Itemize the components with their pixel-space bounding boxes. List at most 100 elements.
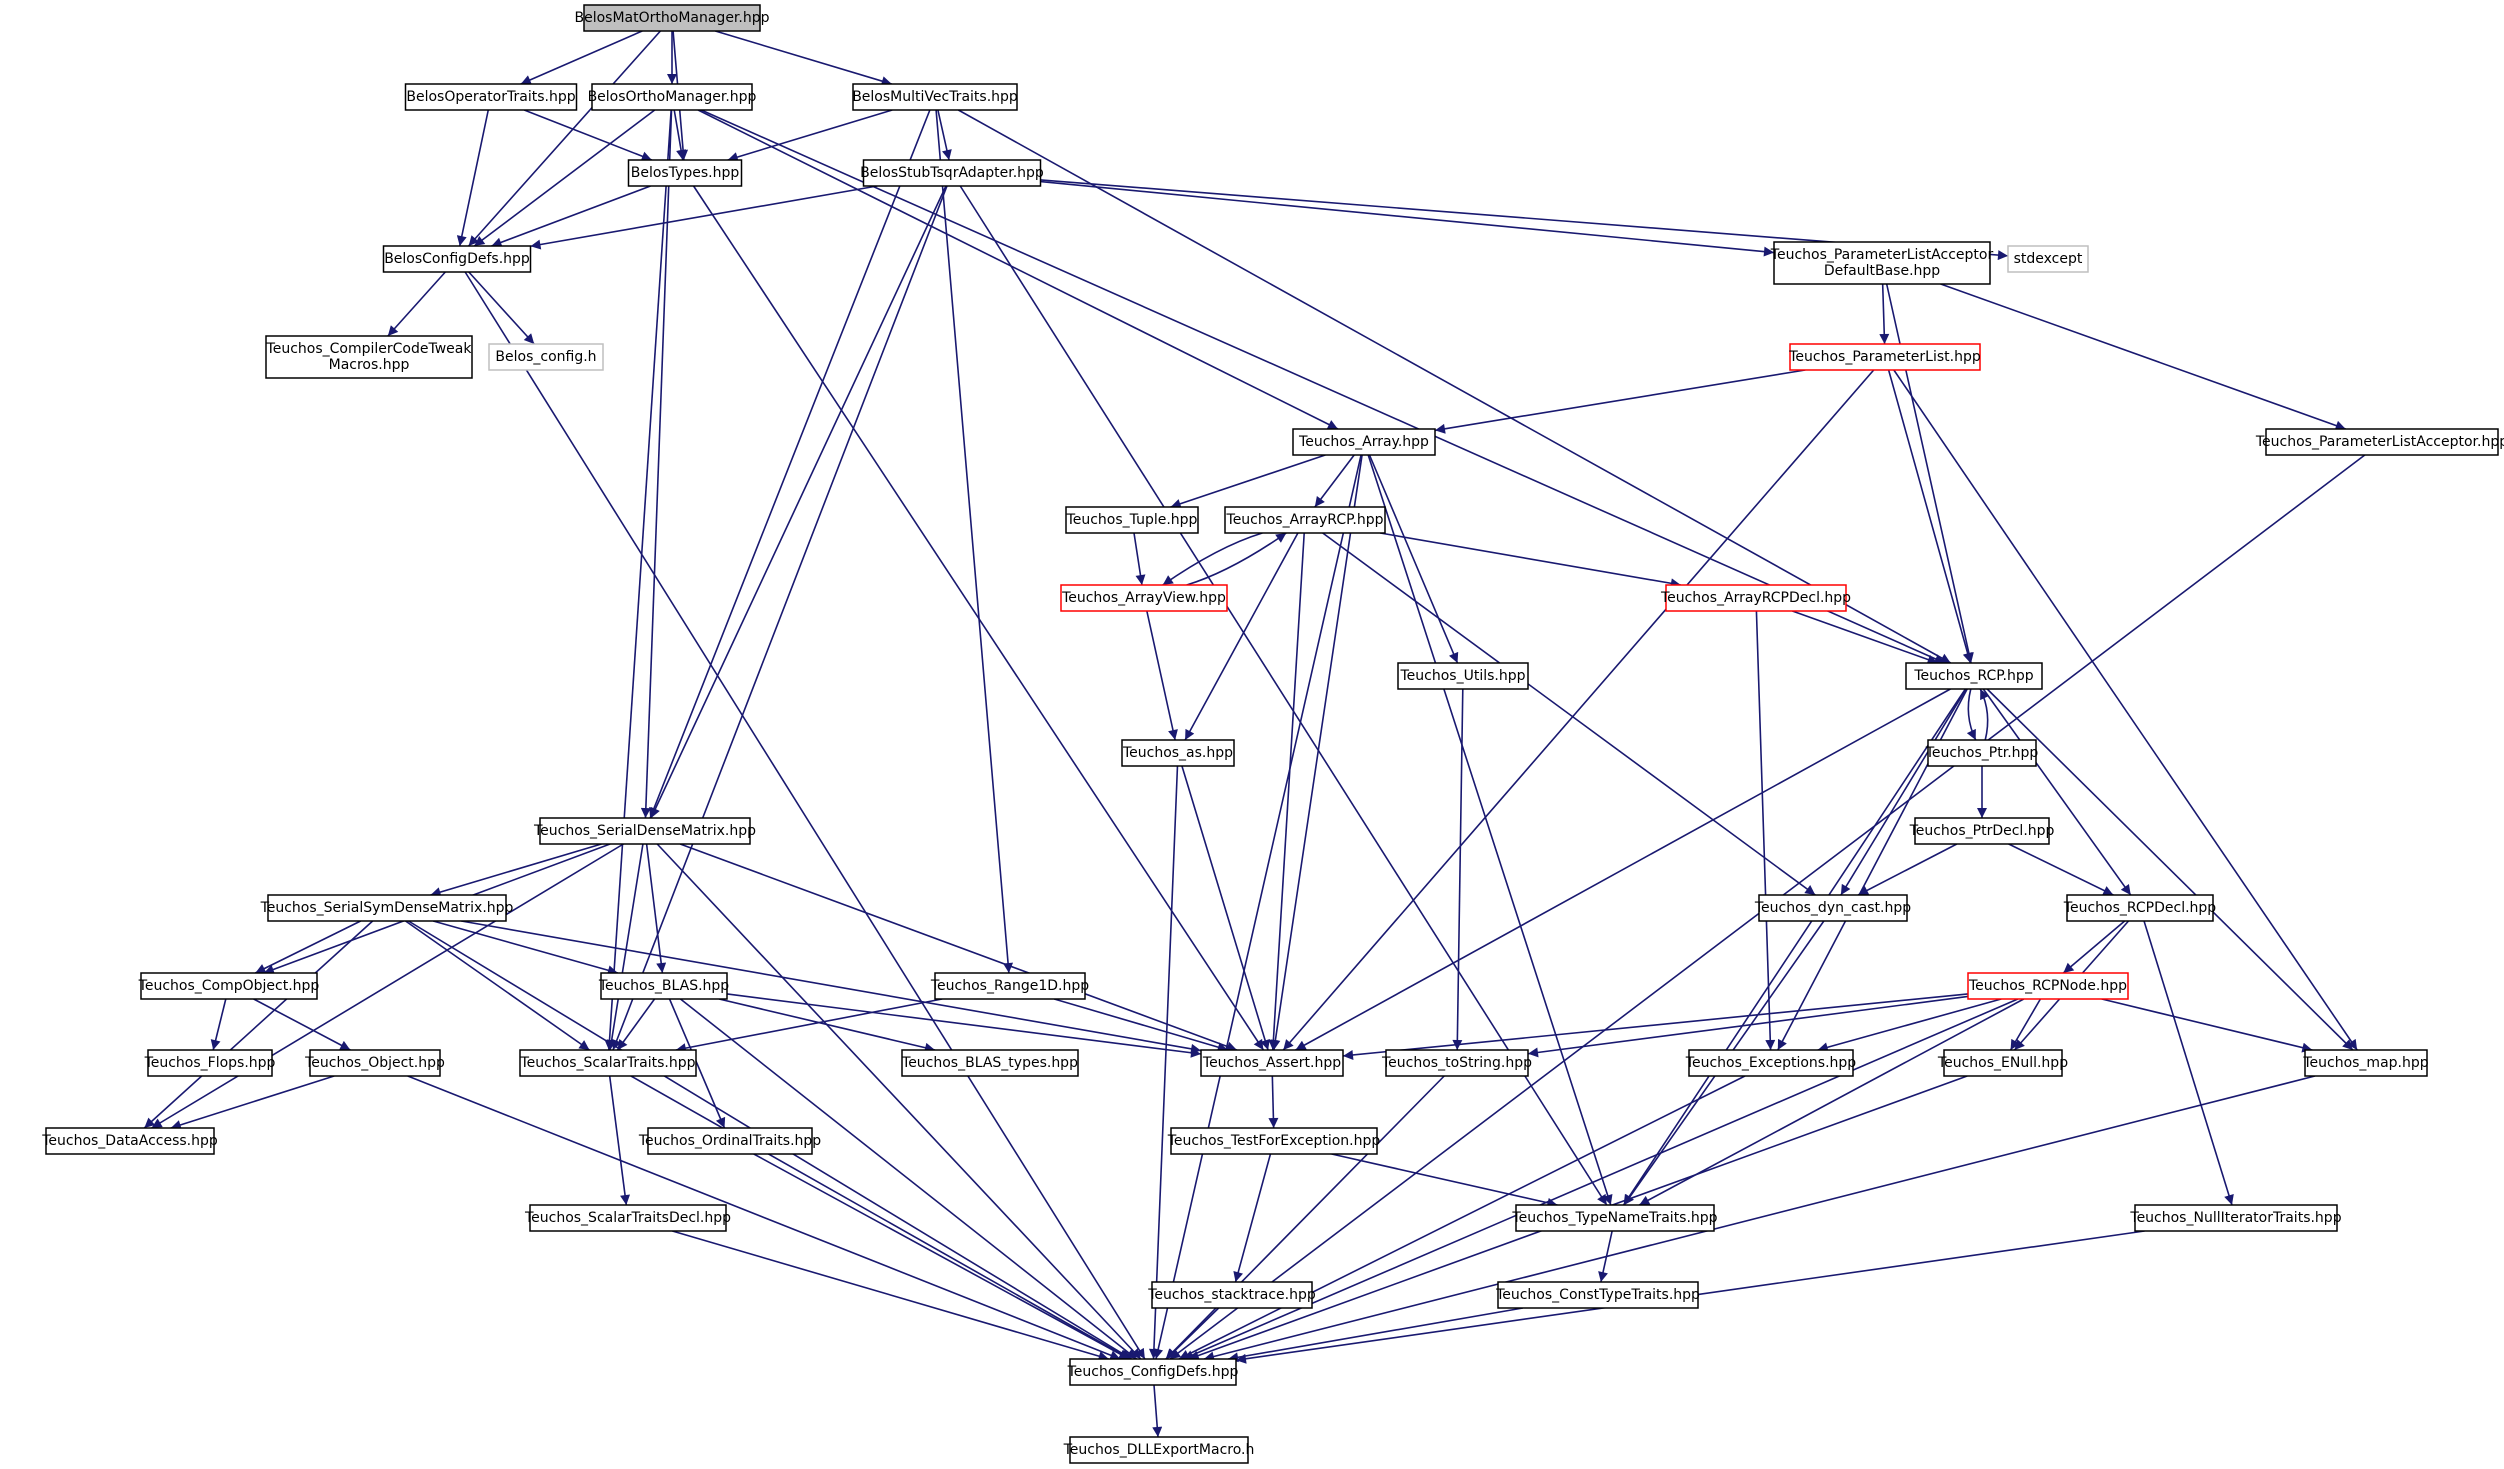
node-n2[interactable]: BelosOperatorTraits.hpp [404, 83, 578, 111]
node-box[interactable] [627, 159, 743, 187]
node-n4[interactable]: BelosMultiVecTraits.hpp [852, 83, 1018, 111]
node-n36[interactable]: Teuchos_Assert.hpp [1200, 1049, 1344, 1077]
node-n17[interactable]: Teuchos_ArrayView.hpp [1060, 584, 1228, 612]
node-n25[interactable]: Teuchos_SerialSymDenseMatrix.hpp [260, 894, 514, 922]
node-n19[interactable]: Teuchos_Utils.hpp [1397, 662, 1529, 690]
node-box[interactable] [647, 1127, 813, 1155]
node-n49[interactable]: Teuchos_ConfigDefs.hpp [1067, 1358, 1239, 1386]
node-n48[interactable]: Teuchos_ConstTypeTraits.hpp [1495, 1281, 1700, 1309]
node-box[interactable] [1385, 1049, 1529, 1077]
node-n37[interactable]: Teuchos_toString.hpp [1381, 1049, 1532, 1077]
node-box[interactable] [45, 1127, 215, 1155]
node-box[interactable] [1200, 1049, 1344, 1077]
node-box[interactable] [2304, 1049, 2428, 1077]
node-box[interactable] [1914, 817, 2050, 845]
node-n15[interactable]: Teuchos_Tuple.hpp [1065, 506, 1199, 534]
node-n33[interactable]: Teuchos_Object.hpp [304, 1049, 445, 1077]
node-box[interactable] [1397, 662, 1529, 690]
node-box[interactable] [1758, 894, 1908, 922]
node-n13[interactable]: Teuchos_Array.hpp [1292, 428, 1436, 456]
node-box[interactable] [529, 1204, 727, 1232]
node-box[interactable] [1927, 739, 2037, 767]
node-n11[interactable]: Belos_config.h [488, 343, 604, 371]
node-box[interactable] [852, 83, 1018, 111]
node-box[interactable] [1943, 1049, 2063, 1077]
node-n29[interactable]: Teuchos_BLAS.hpp [598, 972, 729, 1000]
node-box[interactable] [2007, 245, 2089, 273]
node-box[interactable] [2134, 1204, 2338, 1232]
node-box[interactable] [488, 343, 604, 371]
node-n22[interactable]: Teuchos_Ptr.hpp [1925, 739, 2039, 767]
node-box[interactable] [1688, 1049, 1854, 1077]
node-box[interactable] [265, 335, 473, 379]
node-n7[interactable]: BelosConfigDefs.hpp [382, 245, 532, 273]
node-n8[interactable]: stdexcept [2007, 245, 2089, 273]
node-box[interactable] [2066, 894, 2214, 922]
node-box[interactable] [591, 83, 753, 111]
node-n1[interactable]: BelosMatOrthoManager.hpp [575, 4, 770, 32]
node-n38[interactable]: Teuchos_Exceptions.hpp [1685, 1049, 1856, 1077]
node-box[interactable] [404, 83, 578, 111]
node-box[interactable] [1065, 506, 1199, 534]
node-box[interactable] [309, 1049, 441, 1077]
node-box[interactable] [382, 245, 532, 273]
node-box[interactable] [1069, 1436, 1249, 1464]
node-n24[interactable]: Teuchos_PtrDecl.hpp [1909, 817, 2055, 845]
node-n28[interactable]: Teuchos_CompObject.hpp [138, 972, 320, 1000]
node-box[interactable] [600, 972, 728, 1000]
node-n5[interactable]: BelosTypes.hpp [627, 159, 743, 187]
node-box[interactable] [1497, 1281, 1699, 1309]
node-box[interactable] [1789, 343, 1981, 371]
node-n47[interactable]: Teuchos_stacktrace.hpp [1147, 1281, 1316, 1309]
node-box[interactable] [1121, 739, 1235, 767]
node-box[interactable] [583, 4, 761, 32]
node-box[interactable] [1069, 1358, 1237, 1386]
node-n12[interactable]: Teuchos_ParameterList.hpp [1788, 343, 1981, 371]
node-n46[interactable]: Teuchos_NullIteratorTraits.hpp [2129, 1204, 2342, 1232]
node-n9[interactable]: Teuchos_ParameterListAcceptorDefaultBase… [1770, 241, 1994, 285]
node-n30[interactable]: Teuchos_Range1D.hpp [930, 972, 1089, 1000]
node-n21[interactable]: Teuchos_as.hpp [1121, 739, 1235, 767]
node-n42[interactable]: Teuchos_OrdinalTraits.hpp [638, 1127, 821, 1155]
node-box[interactable] [1905, 662, 2043, 690]
node-n41[interactable]: Teuchos_DataAccess.hpp [41, 1127, 218, 1155]
node-box[interactable] [1151, 1281, 1313, 1309]
node-n40[interactable]: Teuchos_map.hpp [2302, 1049, 2429, 1077]
node-box[interactable] [1773, 241, 1991, 285]
node-n3[interactable]: BelosOrthoManager.hpp [588, 83, 757, 111]
node-n18[interactable]: Teuchos_ArrayRCPDecl.hpp [1660, 584, 1851, 612]
node-n43[interactable]: Teuchos_TestForException.hpp [1167, 1127, 1381, 1155]
node-n23[interactable]: Teuchos_SerialDenseMatrix.hpp [533, 817, 756, 845]
node-box[interactable] [862, 159, 1042, 187]
node-box[interactable] [519, 1049, 697, 1077]
node-box[interactable] [1292, 428, 1436, 456]
node-n26[interactable]: Teuchos_dyn_cast.hpp [1754, 894, 1911, 922]
node-box[interactable] [1060, 584, 1228, 612]
node-n6[interactable]: BelosStubTsqrAdapter.hpp [860, 159, 1044, 187]
node-n20[interactable]: Teuchos_RCP.hpp [1905, 662, 2043, 690]
node-n14[interactable]: Teuchos_ParameterListAcceptor.hpp [2255, 428, 2504, 456]
node-box[interactable] [147, 1049, 273, 1077]
node-box[interactable] [1170, 1127, 1378, 1155]
node-box[interactable] [1515, 1204, 1715, 1232]
node-n50[interactable]: Teuchos_DLLExportMacro.h [1063, 1436, 1255, 1464]
node-n35[interactable]: Teuchos_BLAS_types.hpp [901, 1049, 1079, 1077]
node-box[interactable] [1224, 506, 1386, 534]
node-n39[interactable]: Teuchos_ENull.hpp [1937, 1049, 2068, 1077]
node-n16[interactable]: Teuchos_ArrayRCP.hpp [1224, 506, 1386, 534]
node-box[interactable] [1967, 972, 2129, 1000]
node-n44[interactable]: Teuchos_ScalarTraitsDecl.hpp [524, 1204, 731, 1232]
node-box[interactable] [140, 972, 318, 1000]
node-n32[interactable]: Teuchos_Flops.hpp [144, 1049, 276, 1077]
node-box[interactable] [901, 1049, 1079, 1077]
node-n34[interactable]: Teuchos_ScalarTraits.hpp [519, 1049, 697, 1077]
node-n27[interactable]: Teuchos_RCPDecl.hpp [2063, 894, 2217, 922]
node-box[interactable] [1665, 584, 1847, 612]
node-n45[interactable]: Teuchos_TypeNameTraits.hpp [1511, 1204, 1718, 1232]
node-box[interactable] [539, 817, 751, 845]
node-box[interactable] [934, 972, 1086, 1000]
node-box[interactable] [2265, 428, 2499, 456]
node-n31[interactable]: Teuchos_RCPNode.hpp [1967, 972, 2129, 1000]
node-box[interactable] [267, 894, 507, 922]
